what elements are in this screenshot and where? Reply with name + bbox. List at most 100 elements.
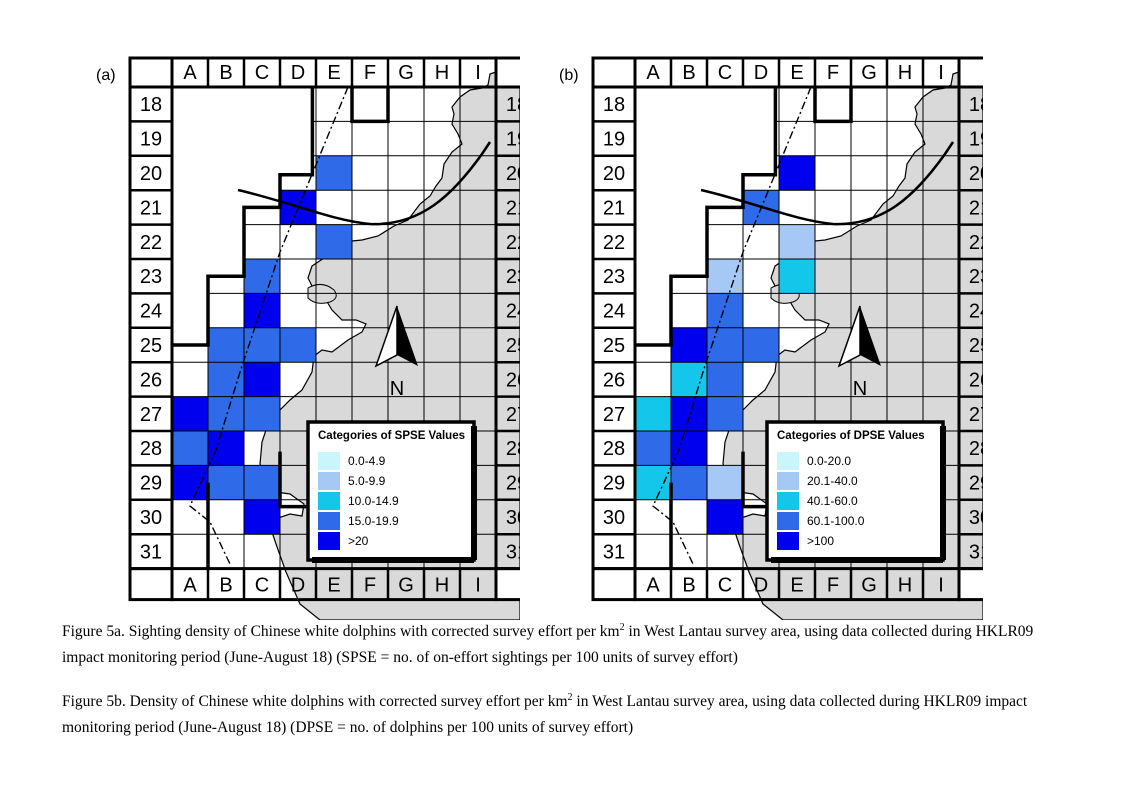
caption-b-superscript: 2 <box>567 691 573 703</box>
column-label-bottom-G: G <box>861 575 877 597</box>
survey-boundary <box>172 87 390 569</box>
survey-cell-C29 <box>707 465 743 500</box>
map-svg: (a)AABBCCDDEEFFGGHHII1818191920202121222… <box>96 56 540 621</box>
row-label-left-22: 22 <box>140 232 162 254</box>
caption-a-text-1: Figure 5a. Sighting density of Chinese w… <box>62 623 620 640</box>
survey-cell-A28 <box>172 431 208 466</box>
column-label-bottom-D: D <box>754 575 768 597</box>
legend-item-label: 0.0-20.0 <box>807 454 851 468</box>
row-label-right-23: 23 <box>969 266 983 288</box>
column-label-bottom-A: A <box>183 575 197 597</box>
survey-cell-B29 <box>208 465 244 500</box>
north-arrow-icon <box>837 305 881 368</box>
survey-cell-C23 <box>707 259 743 294</box>
row-label-right-25: 25 <box>969 335 983 357</box>
map-svg: (b)AABBCCDDEEFFGGHHII1818191920202121222… <box>559 56 1003 621</box>
row-label-left-18: 18 <box>603 94 625 116</box>
map-panel-a: (a)AABBCCDDEEFFGGHHII1818191920202121222… <box>90 52 540 625</box>
row-label-left-31: 31 <box>140 541 162 563</box>
legend-box: Categories of SPSE Values0.0-4.95.0-9.91… <box>306 420 477 563</box>
column-label-top-C: C <box>255 62 269 84</box>
column-label-bottom-H: H <box>435 575 449 597</box>
row-label-right-27: 27 <box>969 404 983 426</box>
row-label-left-28: 28 <box>140 438 162 460</box>
marine-boundary-line <box>652 86 812 565</box>
row-label-right-18: 18 <box>969 94 983 116</box>
row-label-right-22: 22 <box>506 232 520 254</box>
row-label-right-21: 21 <box>506 197 520 219</box>
column-label-top-E: E <box>790 62 803 84</box>
legend-swatch <box>318 512 340 530</box>
row-label-left-20: 20 <box>603 163 625 185</box>
column-label-bottom-B: B <box>682 575 695 597</box>
legend-swatch <box>318 452 340 470</box>
column-label-top-A: A <box>183 62 197 84</box>
legend-swatch <box>777 532 799 550</box>
column-label-bottom-I: I <box>938 575 944 597</box>
row-label-right-22: 22 <box>969 232 983 254</box>
column-label-bottom-F: F <box>827 575 839 597</box>
row-label-left-18: 18 <box>140 94 162 116</box>
row-label-right-31: 31 <box>506 541 520 563</box>
legend-item-label: >100 <box>807 534 834 548</box>
panel-label: (a) <box>96 67 116 84</box>
legend-swatch <box>777 472 799 490</box>
legend-item-label: 5.0-9.9 <box>348 474 386 488</box>
row-label-right-28: 28 <box>506 438 520 460</box>
column-label-top-I: I <box>938 62 944 84</box>
survey-cell-C25 <box>707 327 743 363</box>
survey-cell-E22 <box>316 224 352 259</box>
column-label-top-A: A <box>646 62 660 84</box>
survey-cell-B26 <box>208 362 244 397</box>
column-label-top-F: F <box>827 62 839 84</box>
column-label-bottom-E: E <box>790 575 803 597</box>
row-label-left-26: 26 <box>140 369 162 391</box>
survey-cell-B29 <box>671 465 707 500</box>
column-label-bottom-C: C <box>255 575 269 597</box>
legend-swatch <box>777 452 799 470</box>
row-label-right-24: 24 <box>506 301 520 323</box>
column-label-top-I: I <box>475 62 481 84</box>
column-label-bottom-I: I <box>475 575 481 597</box>
column-label-bottom-A: A <box>646 575 660 597</box>
row-label-left-25: 25 <box>603 335 625 357</box>
column-label-top-D: D <box>754 62 768 84</box>
column-label-bottom-B: B <box>219 575 232 597</box>
column-label-top-D: D <box>291 62 305 84</box>
row-label-right-25: 25 <box>506 335 520 357</box>
caption-a-superscript: 2 <box>619 621 625 633</box>
survey-cell-C30 <box>707 499 743 535</box>
survey-cell-C25 <box>244 327 280 363</box>
row-label-right-30: 30 <box>969 507 983 529</box>
north-label: N <box>853 378 867 400</box>
column-label-top-F: F <box>364 62 376 84</box>
row-label-right-20: 20 <box>969 163 983 185</box>
row-label-left-19: 19 <box>140 129 162 151</box>
row-label-left-24: 24 <box>603 301 625 323</box>
legend-item-label: 15.0-19.9 <box>348 514 399 528</box>
column-label-bottom-F: F <box>364 575 376 597</box>
survey-cell-B25 <box>208 327 244 363</box>
survey-cell-E20 <box>779 155 815 191</box>
row-label-left-24: 24 <box>140 301 162 323</box>
row-label-right-29: 29 <box>969 473 983 495</box>
survey-cell-C24 <box>244 293 280 328</box>
column-label-top-H: H <box>898 62 912 84</box>
row-label-right-21: 21 <box>969 197 983 219</box>
row-label-left-27: 27 <box>603 404 625 426</box>
row-label-right-26: 26 <box>969 369 983 391</box>
figure-caption-a: Figure 5a. Sighting density of Chinese w… <box>62 619 1062 671</box>
legend-swatch <box>318 472 340 490</box>
column-label-top-G: G <box>861 62 877 84</box>
row-label-right-28: 28 <box>969 438 983 460</box>
survey-cell-A29 <box>635 465 671 500</box>
legend-item-label: 60.1-100.0 <box>807 514 865 528</box>
row-label-right-26: 26 <box>506 369 520 391</box>
survey-cell-C26 <box>707 362 743 397</box>
row-label-left-30: 30 <box>603 507 625 529</box>
legend-item-label: 0.0-4.9 <box>348 454 386 468</box>
north-arrow-icon <box>374 305 418 368</box>
column-label-bottom-C: C <box>718 575 732 597</box>
legend-item-label: 40.1-60.0 <box>807 494 858 508</box>
column-label-top-H: H <box>435 62 449 84</box>
